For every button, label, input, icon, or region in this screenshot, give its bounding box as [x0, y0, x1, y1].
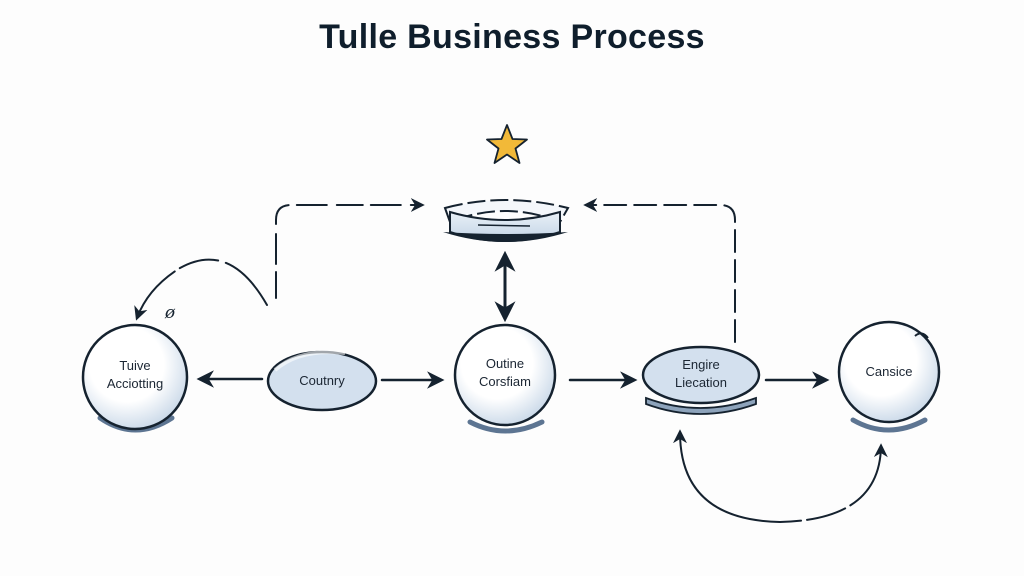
diagram-title: Tulle Business Process [319, 18, 705, 56]
node-label-line2: Corsfiam [479, 374, 531, 389]
edges [134, 198, 888, 524]
node-label: Coutnry [299, 373, 345, 388]
node-coutnry[interactable]: Coutnry [266, 350, 378, 412]
node-label-line1: Outine [486, 356, 524, 371]
edge-dashed-left-to-pillow [275, 198, 425, 299]
edge-dashed-loop-cansice-engire [673, 429, 888, 524]
node-outine-corsfiam[interactable]: Outine Corsfiam [453, 323, 557, 434]
node-label-line2: Liecation [675, 375, 727, 390]
edge-dashed-curve-to-tuive [134, 258, 268, 321]
node-engire-liecation[interactable]: Engire Liecation [641, 345, 761, 415]
edge-dashed-engire-to-pillow [583, 198, 736, 343]
node-label-line1: Engire [682, 357, 720, 372]
node-label-line1: Tuive [119, 358, 150, 373]
annotation-glyph: ø [164, 303, 176, 323]
node-label: Cansice [866, 364, 913, 379]
node-cansice[interactable]: Cansice [837, 320, 941, 433]
node-tuive-acciotting[interactable]: Tuive Acciotting [81, 323, 189, 433]
node-label-line2: Acciotting [107, 376, 163, 391]
star-icon [486, 124, 528, 164]
pillow-hub-node[interactable] [443, 124, 570, 242]
